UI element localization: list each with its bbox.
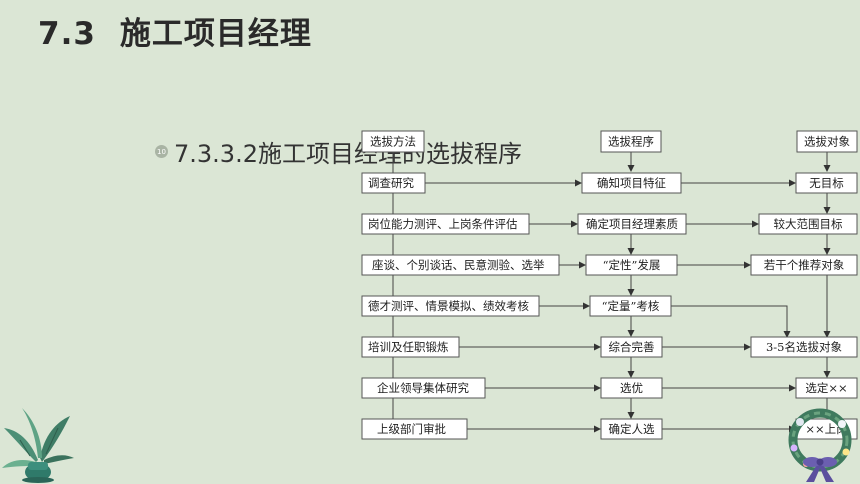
target-label-5: 选定×× [805,381,847,395]
header-target-box: 选拔对象 [796,130,858,153]
header-method-box: 选拔方法 [361,130,425,153]
method-label-1: 调查研究 [368,176,414,190]
target-box-2: 较大范围目标 [758,213,858,235]
procedure-label-5: 综合完善 [609,340,655,354]
procedure-label-4: “定量”考核 [602,299,660,313]
wreath-decoration-icon [788,408,852,482]
method-box-4: 德才测评、情景模拟、绩效考核 [361,295,540,317]
method-box-2: 岗位能力测评、上岗条件评估 [361,213,530,235]
procedure-label-7: 确定人选 [609,422,655,436]
target-label-6: ××上岗 [805,422,847,436]
target-box-4: 3-5名选拔对象 [750,336,858,358]
section-number: 7.3 [38,16,96,52]
method-label-3: 座谈、个别谈话、民意测验、选举 [372,258,545,272]
method-box-5: 培训及任职锻炼 [361,336,460,358]
header-procedure-label: 选拔程序 [608,135,654,149]
method-label-4: 德才测评、情景模拟、绩效考核 [368,299,529,313]
method-label-5: 培训及任职锻炼 [368,340,449,354]
procedure-box-3: “定性”发展 [585,254,678,276]
target-box-1: 无目标 [795,172,858,194]
procedure-box-7: 确定人选 [600,418,663,440]
method-box-6: 企业领导集体研究 [361,377,486,399]
slide-title: 7.3 施工项目经理 [38,8,312,53]
procedure-box-6: 选优 [600,377,663,399]
target-label-1: 无目标 [809,176,844,190]
procedure-box-1: 确知项目特征 [581,172,682,194]
procedure-label-3: “定性”发展 [603,258,661,272]
method-box-1: 调查研究 [361,172,426,194]
method-box-7: 上级部门审批 [361,418,468,440]
method-label-7: 上级部门审批 [377,422,446,436]
header-method-label: 选拔方法 [370,135,416,149]
header-target-label: 选拔对象 [804,135,850,149]
procedure-label-6: 选优 [620,381,643,395]
method-box-3: 座谈、个别谈话、民意测验、选举 [361,254,560,276]
section-title: 施工项目经理 [119,16,312,52]
subheading: 10 7.3.3.2施工项目经理的选拔程序 [155,134,522,169]
target-box-3: 若干个推荐对象 [750,254,858,276]
target-box-5: 选定×× [795,377,858,399]
numbered-bullet-icon: 10 [155,145,168,158]
header-procedure-box: 选拔程序 [600,130,662,153]
procedure-box-4: “定量”考核 [589,295,672,317]
method-label-2: 岗位能力测评、上岗条件评估 [368,217,518,231]
method-label-6: 企业领导集体研究 [377,381,469,395]
subheading-text: 7.3.3.2施工项目经理的选拔程序 [174,140,522,168]
target-label-3: 若干个推荐对象 [764,258,845,272]
procedure-box-5: 综合完善 [600,336,663,358]
procedure-label-1: 确知项目特征 [597,176,666,190]
procedure-label-2: 确定项目经理素质 [586,217,678,231]
target-label-2: 较大范围目标 [774,217,843,231]
arrow-proc-4 [671,305,791,338]
procedure-box-2: 确定项目经理素质 [577,213,687,235]
potted-plant-decoration-icon [2,408,74,483]
target-label-4: 3-5名选拔对象 [766,340,842,354]
